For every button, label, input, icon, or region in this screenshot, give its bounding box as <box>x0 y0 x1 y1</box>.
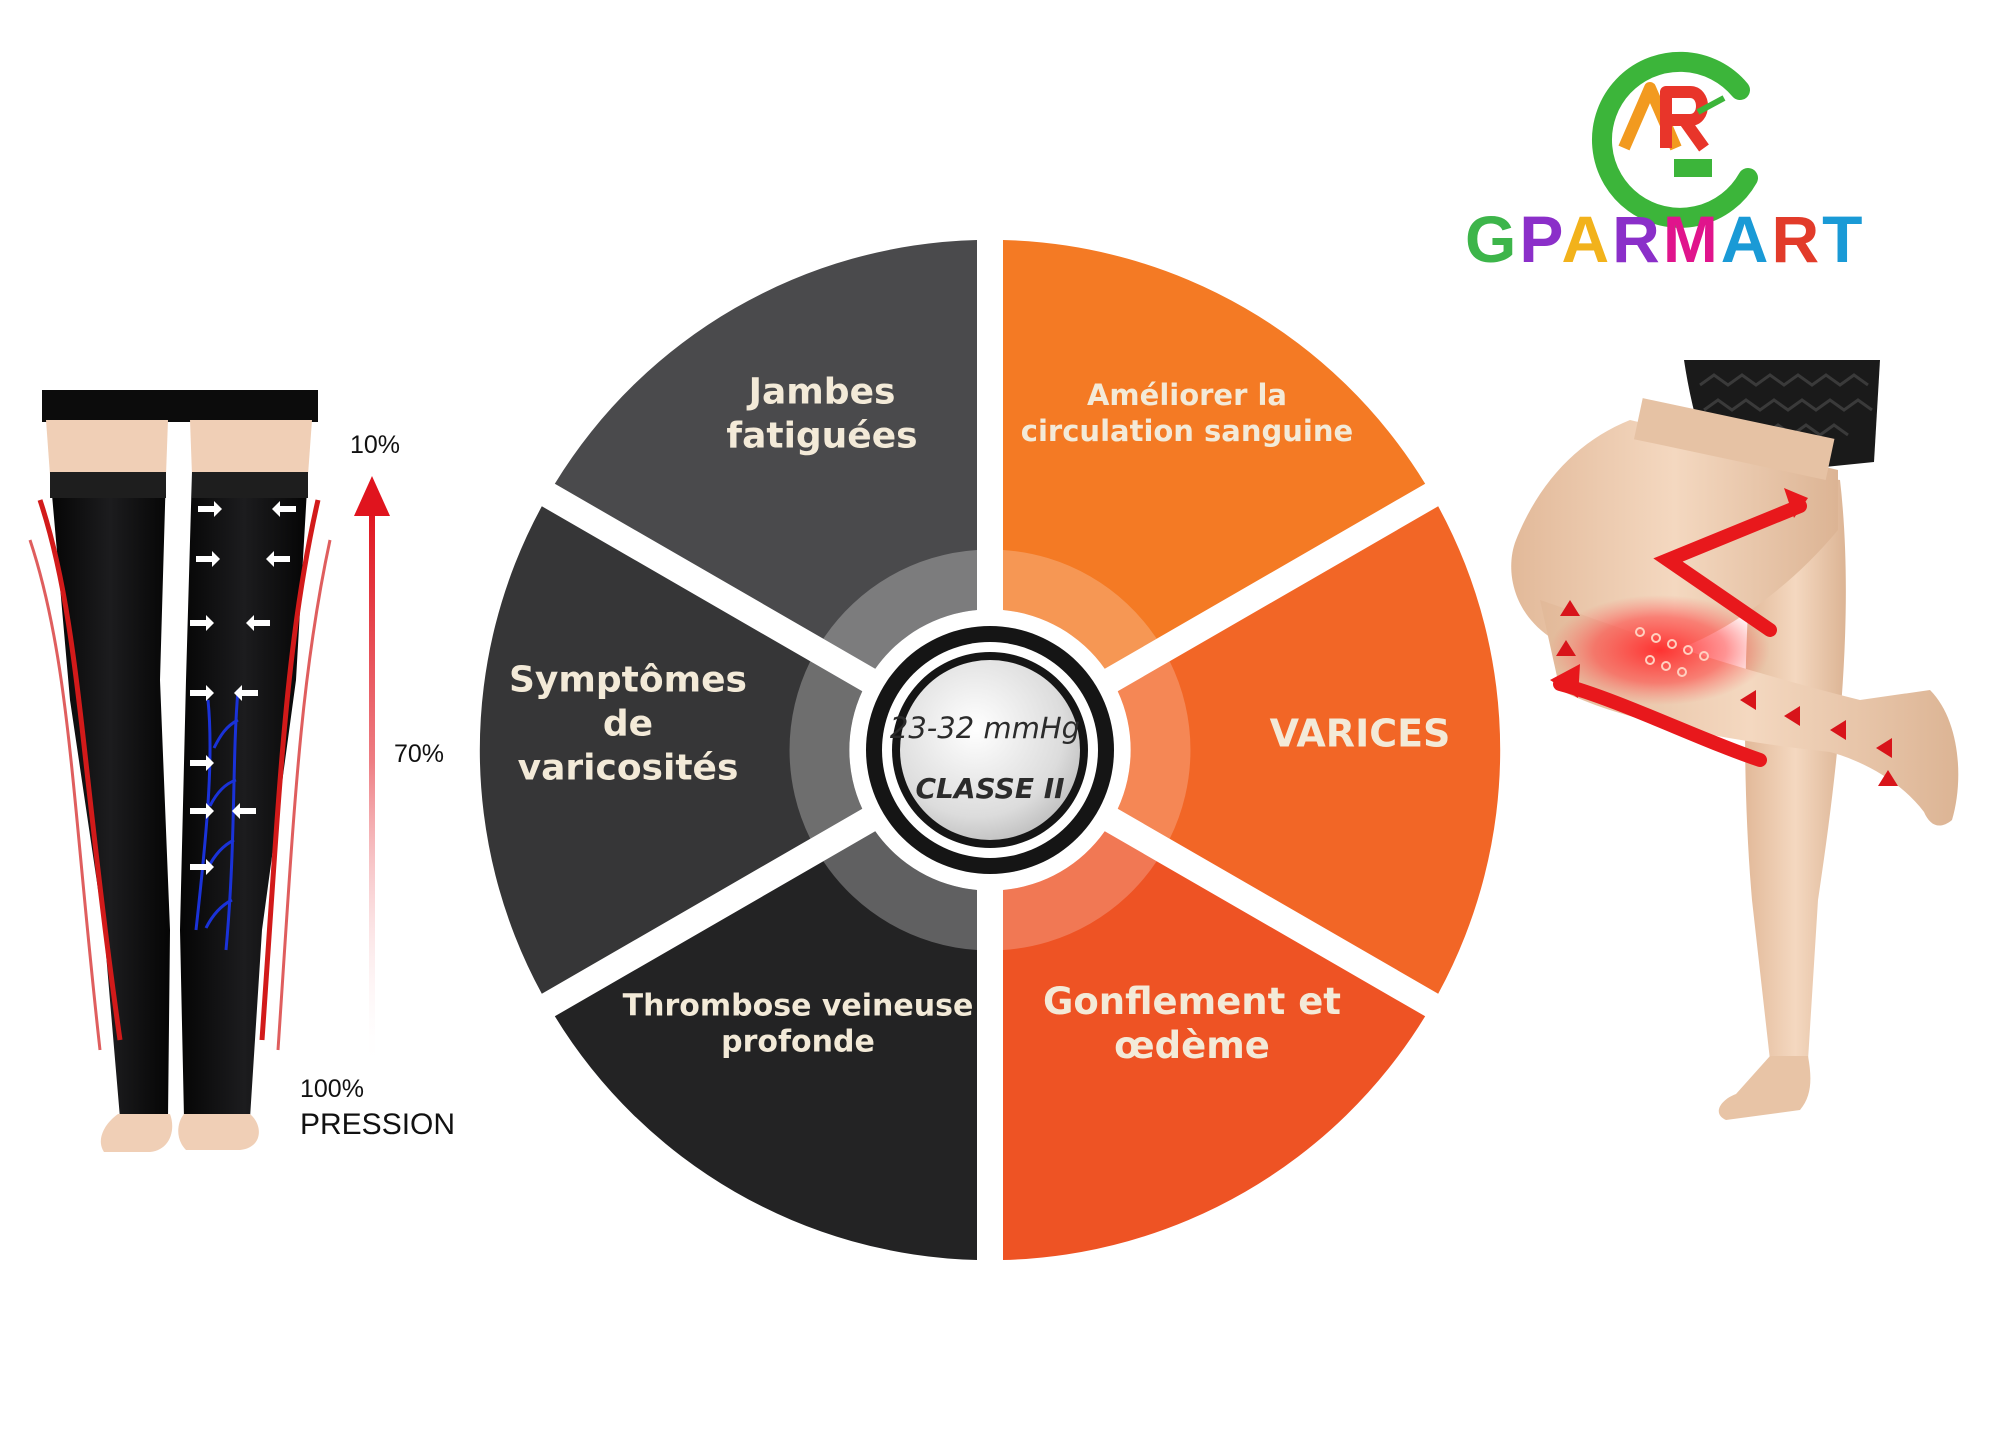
brand-letter-0: G <box>1465 202 1519 276</box>
small-red-arrows <box>1556 600 1898 786</box>
logo-r-stroke <box>1660 86 1709 152</box>
pressure-bottom-label: 100% <box>300 1075 364 1103</box>
wheel-segment-1 <box>1003 240 1426 669</box>
wheel-segment-inner-band-0 <box>823 550 977 669</box>
brand-letter-3: R <box>1612 202 1663 276</box>
pressure-caption: PRESSION <box>300 1108 455 1141</box>
veins-illustration <box>194 689 240 951</box>
wheel-segment-label-5-line-0: Symptômes <box>509 660 747 701</box>
wheel-segment-label-1-line-0: Améliorer la <box>1087 378 1287 412</box>
nude-stocking-illustration <box>1511 360 1959 1120</box>
wheel-segment-inner-band-4 <box>823 831 977 950</box>
compression-line-right-outer <box>276 539 332 1051</box>
wheel-segment-label-4-line-0: Thrombose veineuse <box>623 989 974 1024</box>
pressure-top-label: 10% <box>350 431 400 459</box>
standing-foot <box>1718 1056 1811 1120</box>
wheel-segment-4 <box>554 831 977 1260</box>
compression-line-right <box>259 499 321 1041</box>
right-thigh-skin <box>190 420 312 475</box>
wheel-segment-2 <box>1117 506 1501 994</box>
pressure-scale: 10% 70% 100% PRESSION <box>300 431 455 1141</box>
brand-letter-4: M <box>1663 202 1721 276</box>
wheel-segment-3 <box>1003 831 1426 1260</box>
wheel-segment-0 <box>554 240 977 669</box>
wheel-segment-label-2-line-0: VARICES <box>1270 711 1451 755</box>
compression-line-left-outer <box>28 539 102 1051</box>
arrow-head-2 <box>1550 664 1580 698</box>
wheel-segment-label-3-line-0: Gonflement et <box>1043 980 1341 1023</box>
left-stocking <box>50 472 170 1118</box>
wheel-segment-label-5-line-2: varicosités <box>518 748 739 789</box>
right-foot <box>178 1114 259 1150</box>
hub-disc <box>900 660 1080 840</box>
left-stocking-band <box>50 472 166 498</box>
pressure-arrow-head <box>354 476 390 516</box>
brand-name: GPARMART <box>1465 202 1865 276</box>
left-thigh-skin <box>46 420 168 475</box>
standing-leg <box>1745 470 1846 1060</box>
brand-letter-7: T <box>1822 202 1865 276</box>
brand-letter-6: R <box>1771 202 1822 276</box>
wheel-segment-inner-band-2 <box>1117 661 1191 839</box>
black-stockings-illustration <box>28 390 332 1152</box>
pressure-arrows <box>190 501 296 875</box>
arrow-head-1 <box>1784 488 1808 518</box>
wheel-segment-label-0-line-1: fatiguées <box>726 416 917 457</box>
logo-arrow <box>1696 95 1726 115</box>
brand-letter-5: A <box>1721 202 1772 276</box>
circulation-arrows <box>1553 499 1807 767</box>
wheel-segment-inner-band-5 <box>789 661 863 839</box>
shorts <box>42 390 318 422</box>
blood-flow-pattern <box>1635 627 1709 677</box>
class-label: CLASSE II <box>915 772 1064 805</box>
wheel-segment-inner-band-1 <box>1003 550 1157 669</box>
compression-line-left <box>37 499 123 1041</box>
brand-letter-2: A <box>1561 202 1612 276</box>
nude-stocking-band <box>1633 398 1835 480</box>
right-stocking-band <box>192 472 308 498</box>
raised-thigh <box>1511 420 1838 660</box>
brand-letter-1: P <box>1519 202 1561 276</box>
wheel-segment-label-1-line-1: circulation sanguine <box>1021 414 1353 448</box>
pressure-value: 23-32 mmHg <box>890 711 1080 745</box>
wheel-segment-label-3-line-1: œdème <box>1114 1024 1270 1067</box>
heat-glow <box>1550 595 1770 705</box>
wheel-segment-label-5-line-1: de <box>603 704 653 745</box>
brand-logo: GPARMART <box>1465 51 1865 276</box>
logo-ring <box>1591 51 1758 228</box>
right-stocking <box>180 472 308 1118</box>
wheel-segment-label-0-line-0: Jambes <box>746 372 896 413</box>
pressure-arrow-shaft <box>369 510 375 1070</box>
left-foot <box>100 1114 173 1152</box>
wheel-segment-label-4-line-1: profonde <box>721 1025 875 1060</box>
pressure-middle-label: 70% <box>394 740 444 768</box>
center-hub: 23-32 mmHg CLASSE II <box>866 626 1114 874</box>
wheel-segment-inner-band-3 <box>1003 831 1157 950</box>
wheel-segment-5 <box>479 506 863 994</box>
